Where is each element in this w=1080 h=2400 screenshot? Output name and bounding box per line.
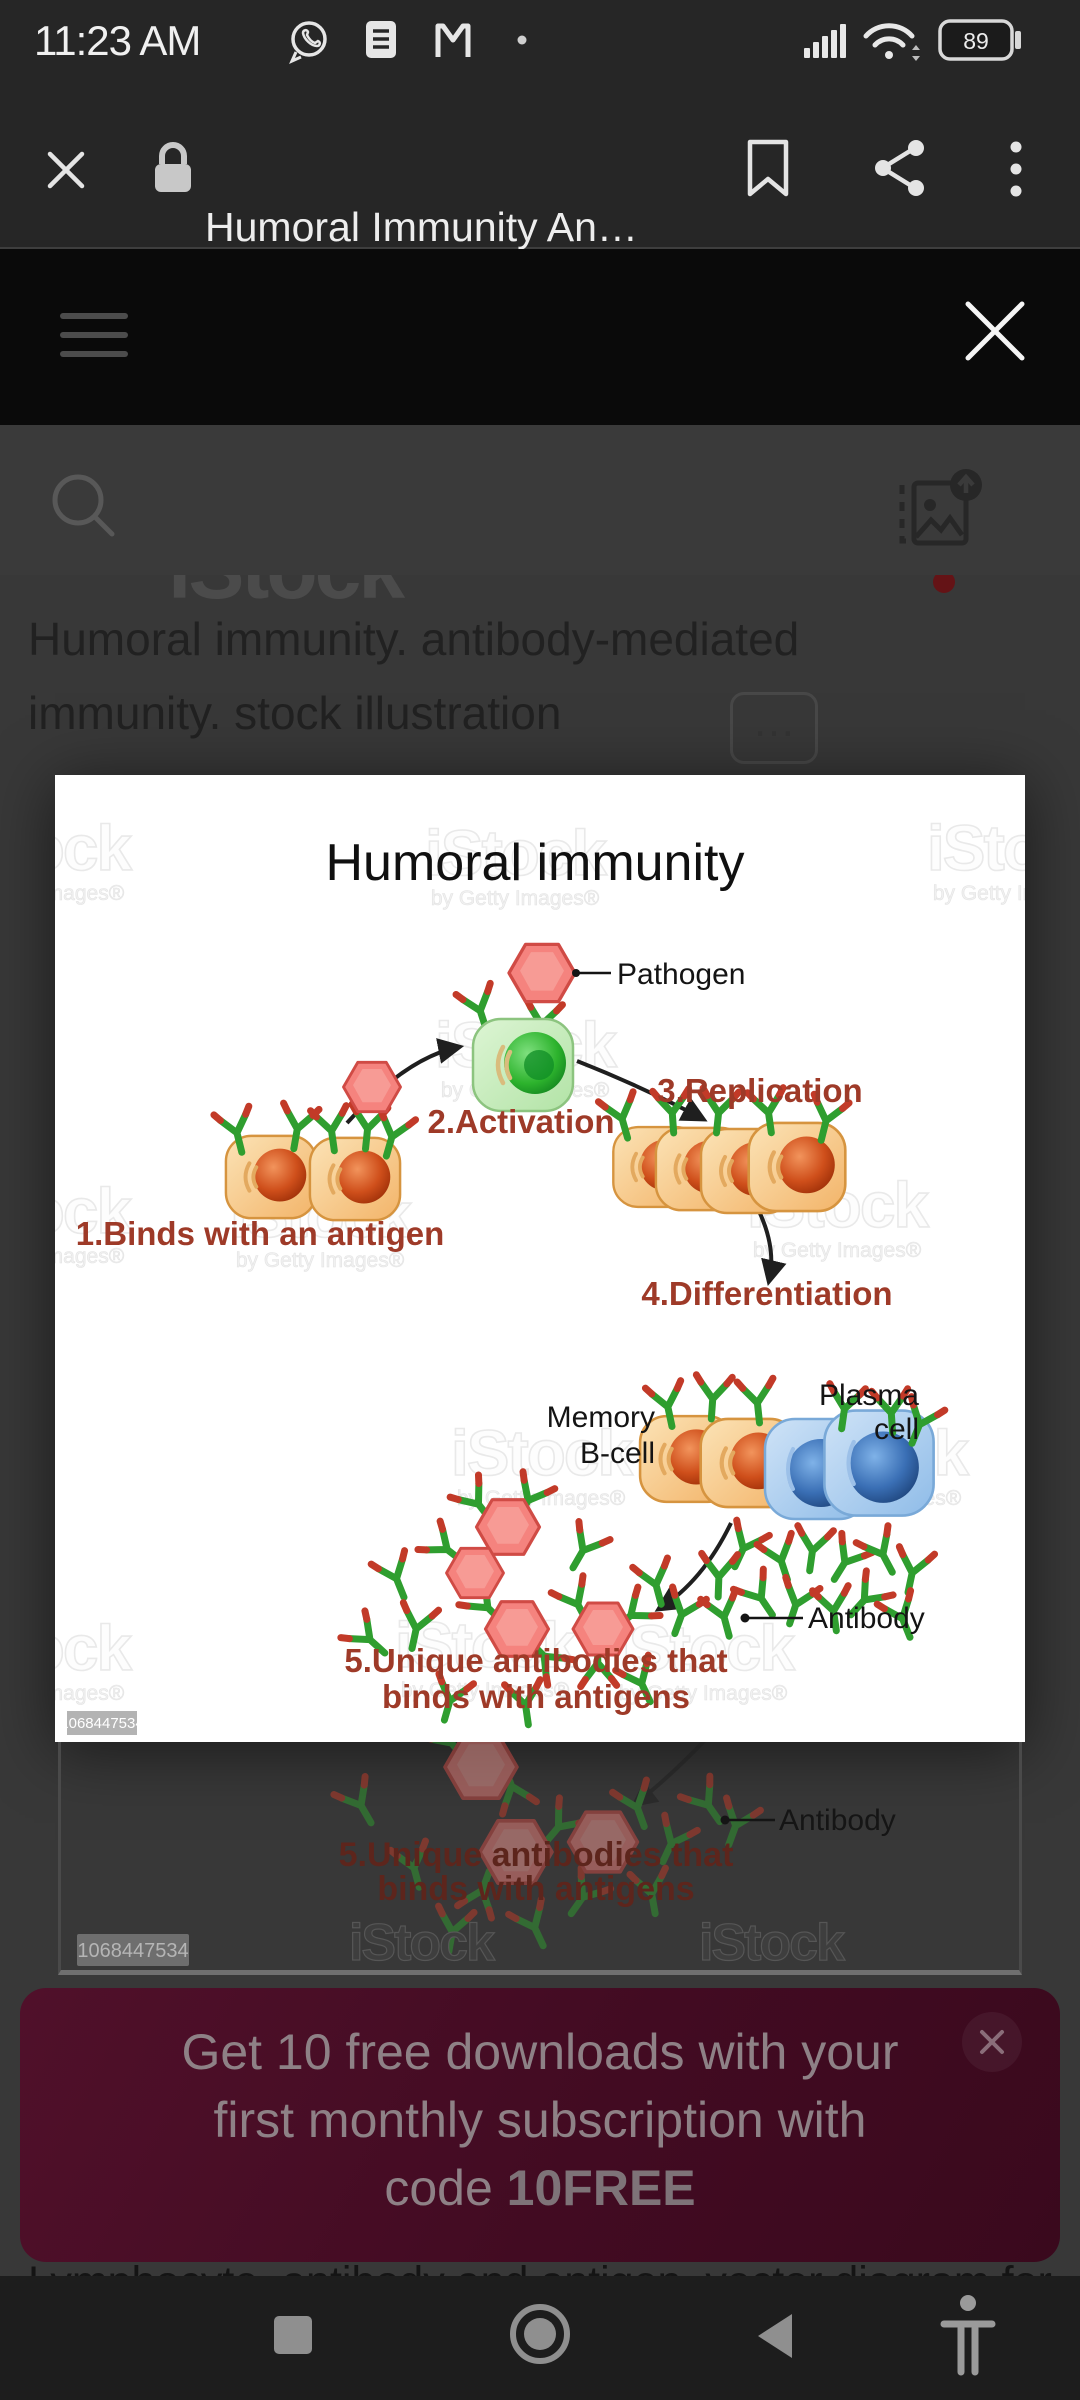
svg-text:by Getty Images®: by Getty Images® (55, 1682, 125, 1705)
dimmed-labels: Antibody 5.Unique antibodies that binds … (77, 1804, 896, 1970)
plasma-cell-label: Plasma (819, 1379, 919, 1412)
svg-text:iStock: iStock (55, 812, 132, 884)
istock-header: iStock (0, 249, 1080, 616)
diagram-labels: Pathogen 2.Activation 1.Binds with an an… (76, 958, 925, 1715)
listing-title-line1: Humoral immunity. antibody-mediated (28, 613, 800, 665)
browser-chrome: Humoral Immunity An… istockphoto.com (0, 80, 1080, 297)
b-cells-group (214, 1060, 416, 1223)
search-bar[interactable]: Search millions of premium… (0, 425, 1080, 1000)
svg-text:B-cell: B-cell (580, 1437, 655, 1470)
accessibility-button[interactable] (936, 2292, 1000, 2384)
dimmed-antibody-label: Antibody (779, 1804, 896, 1837)
svg-text:binds with antigens: binds with antigens (377, 1870, 694, 1908)
step4-label: 4.Differentiation (641, 1275, 892, 1312)
pathogen-label: Pathogen (617, 958, 745, 991)
dimmed-page-image: Antibody 5.Unique antibodies that binds … (58, 1742, 1022, 1975)
antibody-label: Antibody (808, 1602, 925, 1635)
svg-text:by Getty Images®: by Getty Images® (236, 1249, 405, 1272)
dimmed-step5-label: 5.Unique antibodies that (339, 1836, 734, 1874)
close-icon (965, 301, 1025, 361)
close-icon (980, 2030, 1004, 2054)
listing-title-line2: immunity. stock illustration (28, 687, 562, 739)
hamburger-icon (60, 313, 128, 357)
svg-text:by Getty Images®: by Getty Images® (619, 1682, 788, 1705)
notes-icon (366, 21, 396, 58)
notification-dot (933, 571, 955, 593)
svg-text:1068447534: 1068447534 (60, 1715, 143, 1732)
status-dot-icon (517, 35, 527, 45)
home-button[interactable] (510, 2304, 570, 2364)
promo-code: 10FREE (506, 2160, 696, 2216)
more-options-button[interactable]: … (730, 692, 818, 764)
svg-text:by Getty Images®: by Getty Images® (933, 882, 1025, 905)
battery-icon: 89 (938, 19, 1021, 61)
system-status-icons: 89 (804, 19, 1021, 61)
status-bar: 11:23 AM 89 (0, 0, 1080, 80)
activation-cell-group (456, 942, 611, 1111)
search-icon (52, 474, 115, 537)
promo-banner[interactable]: Get 10 free downloads with your first mo… (20, 1988, 1060, 2262)
partial-caption: Lymphocyte, antibody and antigen, vector… (28, 2258, 1058, 2276)
step3-label: 3.Replication (657, 1072, 862, 1109)
svg-text:iStock: iStock (927, 812, 1025, 884)
overflow-menu-icon (1010, 141, 1022, 197)
notification-icons (289, 21, 527, 64)
gmail-icon (435, 23, 471, 57)
wifi-icon (863, 23, 920, 61)
lock-icon (155, 142, 191, 192)
signal-icon (804, 24, 846, 58)
dimmed-diagram-art (334, 1742, 761, 1955)
svg-text:iStock: iStock (699, 1914, 845, 1967)
svg-text:iStock: iStock (55, 1612, 132, 1684)
step5-label: 5.Unique antibodies that (344, 1642, 727, 1679)
svg-text:by Getty Images®: by Getty Images® (55, 882, 125, 905)
dimmed-image-id: 1068447534 (77, 1940, 188, 1962)
svg-text:iStock: iStock (613, 1612, 795, 1684)
browser-page-title: Humoral Immunity An… (205, 204, 638, 250)
diagram-title: Humoral immunity (326, 834, 745, 892)
accessibility-icon (940, 2295, 996, 2376)
battery-percent: 89 (963, 28, 989, 54)
promo-text: Get 10 free downloads with your first mo… (181, 2024, 899, 2216)
dimmed-watermark: iStock (349, 1914, 495, 1967)
back-button[interactable] (758, 2314, 792, 2358)
home-icon (524, 2318, 556, 2350)
step2-label: 2.Activation (427, 1103, 614, 1140)
bookmark-icon (747, 139, 789, 197)
bookmark-button[interactable] (742, 138, 794, 200)
android-nav-bar (0, 2276, 1080, 2400)
image-search-icon (899, 469, 982, 546)
image-id-badge: 1068447534 (60, 1711, 144, 1735)
recents-button[interactable] (274, 2316, 312, 2354)
svg-text:by Getty Images®: by Getty Images® (431, 887, 600, 910)
close-tab-button[interactable] (44, 148, 88, 192)
memory-cell-label: Memory (547, 1401, 655, 1434)
image-search-button[interactable] (888, 465, 984, 555)
svg-text:iStock: iStock (425, 817, 607, 889)
svg-text:by Getty Images®: by Getty Images® (753, 1239, 922, 1262)
overflow-menu-button[interactable] (1006, 138, 1026, 200)
close-overlay-button[interactable] (962, 298, 1028, 364)
menu-button[interactable] (60, 313, 130, 361)
whatsapp-icon (289, 21, 327, 64)
close-icon (47, 151, 85, 189)
promo-close-button[interactable] (962, 2012, 1022, 2072)
svg-text:cell: cell (874, 1413, 919, 1446)
svg-text:binds with antigens: binds with antigens (382, 1678, 690, 1715)
clock: 11:23 AM (34, 17, 201, 64)
step1-label: 1.Binds with an antigen (76, 1215, 445, 1252)
share-icon (875, 140, 924, 196)
share-button[interactable] (872, 138, 930, 198)
